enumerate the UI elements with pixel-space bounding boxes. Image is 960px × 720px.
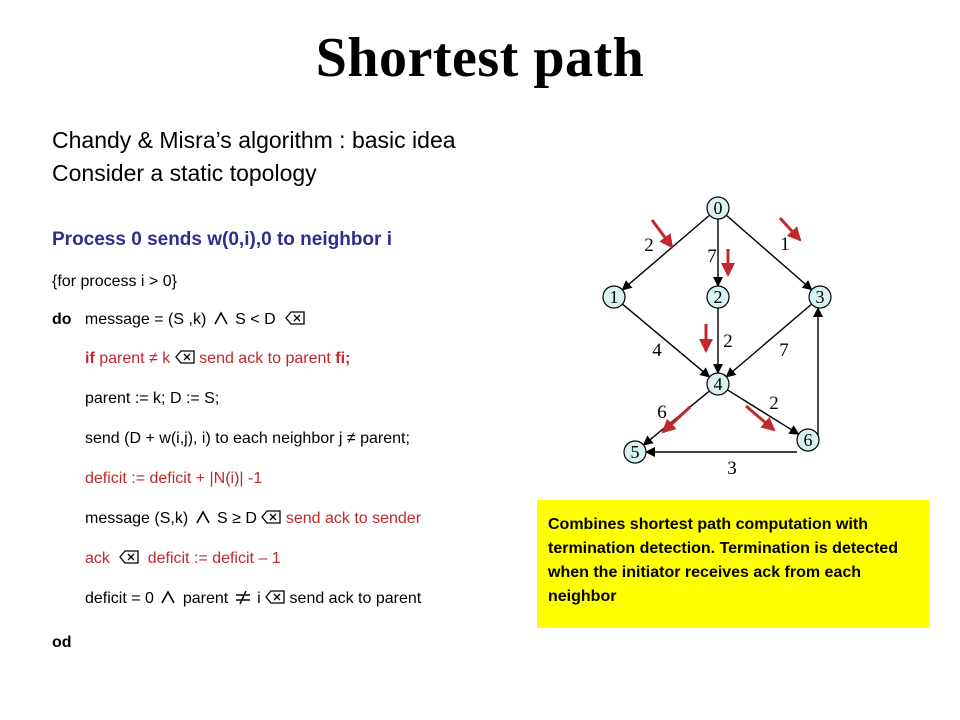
code-text: message = (S ,k) xyxy=(84,311,211,328)
code-text: S < D xyxy=(230,311,281,328)
edge-4-6 xyxy=(726,389,800,435)
node-label: 6 xyxy=(804,430,813,450)
arrow-delete-icon xyxy=(174,349,195,365)
do-keyword: do xyxy=(52,311,72,328)
node-circle xyxy=(602,285,626,309)
node-circle xyxy=(706,372,730,396)
code-text: S ≥ D xyxy=(212,510,262,527)
node-circle xyxy=(623,440,647,464)
node-2: 2 xyxy=(706,285,730,309)
code-line-ack: ack deficit := deficit – 1 xyxy=(85,549,281,569)
code-text: ack xyxy=(85,550,115,567)
message-arrow xyxy=(745,404,776,432)
edge-3-4 xyxy=(725,303,813,378)
node-circle xyxy=(808,285,832,309)
not-equal-icon xyxy=(233,589,253,605)
node-label: 3 xyxy=(816,287,825,307)
code-text: i xyxy=(252,590,266,607)
edge-weight-1-4: 4 xyxy=(652,340,662,361)
code-line-parent: parent := k; D := S; xyxy=(85,390,220,407)
node-label: 0 xyxy=(714,198,723,218)
edge-weight-4-5: 6 xyxy=(657,402,667,423)
edge-weight-0-1: 2 xyxy=(644,235,654,256)
code-text: deficit := deficit – 1 xyxy=(143,550,281,567)
edge-weight-3-4: 7 xyxy=(779,340,789,361)
code-text: deficit = 0 xyxy=(85,590,159,607)
edge-weight-6-5: 3 xyxy=(727,458,737,479)
node-label: 5 xyxy=(631,442,640,462)
node-circle xyxy=(706,285,730,309)
node-label: 1 xyxy=(610,287,619,307)
node-1: 1 xyxy=(602,285,626,309)
arrow-delete-icon xyxy=(284,310,305,326)
code-line-precondition: {for process i > 0} xyxy=(52,273,177,290)
code-line-message: message (S,k) S ≥ D send ack to sender xyxy=(85,509,421,529)
code-line-od: od xyxy=(52,633,72,653)
code-line-do: do message = (S ,k) S < D xyxy=(52,310,305,330)
edge-1-4 xyxy=(621,303,711,378)
node-circle xyxy=(796,428,820,452)
code-text: send ack to parent xyxy=(285,590,422,607)
node-4: 4 xyxy=(706,372,730,396)
arrow-delete-icon xyxy=(265,589,285,605)
message-arrow xyxy=(650,219,674,249)
node-6: 6 xyxy=(796,428,820,452)
and-icon xyxy=(193,509,213,525)
code-text: send ack to sender xyxy=(281,510,422,527)
node-circle xyxy=(706,196,730,220)
if-keyword: if xyxy=(85,350,95,367)
edge-0-3 xyxy=(725,214,813,291)
process-heading: Process 0 sends w(0,i),0 to neighbor i xyxy=(52,229,392,250)
message-arrow xyxy=(778,216,802,242)
node-label: 2 xyxy=(714,287,723,307)
note-box: Combines shortest path computation with … xyxy=(537,500,929,628)
node-label: 4 xyxy=(714,374,723,394)
code-line-termination: deficit = 0 parent i send ack to parent xyxy=(85,589,421,609)
intro-line-2: Consider a static topology xyxy=(52,160,317,186)
edge-weight-4-6: 2 xyxy=(769,393,779,414)
edge-weight-0-2: 7 xyxy=(707,246,717,267)
edge-weight-0-3: 1 xyxy=(780,234,790,255)
code-text: message (S,k) xyxy=(85,510,193,527)
od-keyword: od xyxy=(52,634,72,651)
node-3: 3 xyxy=(808,285,832,309)
and-icon xyxy=(158,589,178,605)
fi-keyword: fi; xyxy=(335,350,351,367)
arrow-delete-icon xyxy=(261,509,282,525)
slide-title: Shortest path xyxy=(315,27,645,89)
message-arrow xyxy=(661,405,692,434)
code-text: parent xyxy=(178,590,233,607)
code-line-send: send (D + w(i,j), i) to each neighbor j … xyxy=(85,430,410,447)
arrow-delete-icon xyxy=(118,549,139,565)
edge-0-1 xyxy=(621,214,711,291)
node-5: 5 xyxy=(623,440,647,464)
code-text: parent ≠ k xyxy=(94,350,175,367)
edge-6-3 xyxy=(813,307,823,441)
code-line-if: if parent ≠ k send ack to parent fi; xyxy=(85,349,350,369)
edge-weight-2-4: 2 xyxy=(723,331,733,352)
node-0: 0 xyxy=(706,196,730,220)
intro-line-1: Chandy & Misra’s algorithm : basic idea xyxy=(52,127,456,153)
code-text: send ack to parent xyxy=(194,350,336,367)
and-icon xyxy=(211,310,231,326)
code-line-deficit: deficit := deficit + |N(i)| -1 xyxy=(85,470,263,487)
